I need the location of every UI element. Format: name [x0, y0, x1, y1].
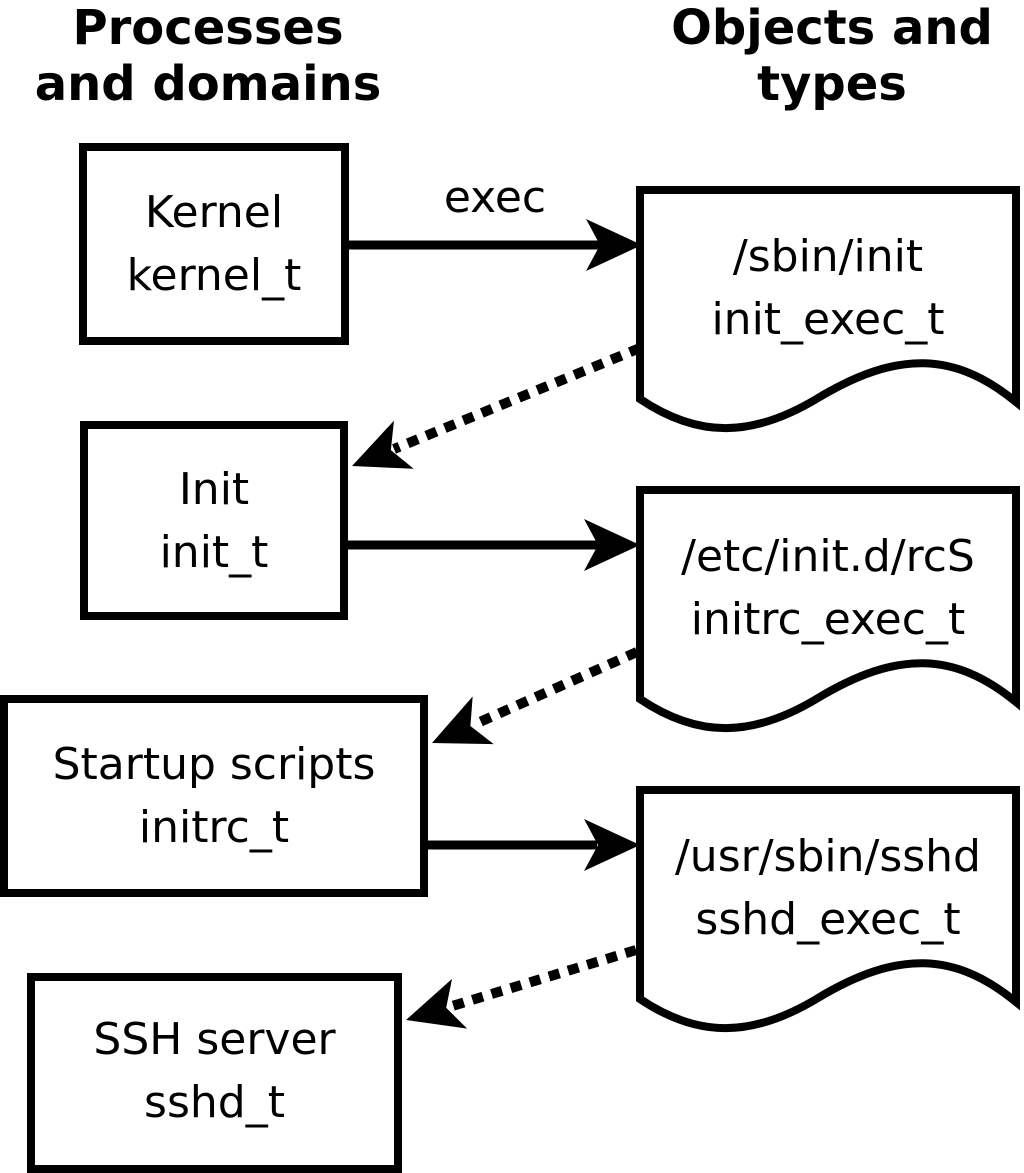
process-box-kernel [79, 143, 349, 345]
object-document-usr-sbin-sshd [636, 786, 1020, 1033]
object-type: init_exec_t [711, 294, 945, 345]
arrowhead-icon [584, 519, 640, 571]
arrowhead-icon [352, 420, 414, 469]
arrowhead-icon [406, 978, 468, 1029]
object-type: initrc_exec_t [690, 594, 966, 645]
solid-arrow-kernel-to-init-exec [345, 219, 642, 271]
process-label-kernel: Kernel kernel_t [79, 143, 349, 345]
process-name: Kernel [144, 187, 284, 238]
process-label-init: Init init_t [80, 421, 348, 620]
arrowhead-icon [586, 219, 642, 271]
process-box-startup-scripts [0, 695, 428, 897]
object-path: /usr/sbin/sshd [674, 831, 981, 882]
dotted-arrow-initrc-exec-to-startup [432, 647, 640, 745]
column-header-processes-and-domains: Processes and domains [34, 0, 382, 112]
solid-arrow-init-to-initrc-exec [344, 519, 640, 571]
process-name: SSH server [93, 1014, 336, 1065]
process-label-startup-scripts: Startup scripts initrc_t [0, 695, 428, 897]
object-path: /sbin/init [732, 231, 924, 282]
edge-label-exec: exec [443, 172, 547, 223]
process-label-ssh-server: SSH server sshd_t [27, 973, 402, 1169]
dotted-arrow-init-exec-to-init [352, 343, 642, 469]
object-document-etc-initd-rcs [636, 486, 1020, 733]
object-type: sshd_exec_t [695, 894, 961, 945]
process-box-ssh-server [27, 973, 402, 1173]
object-label-usr-sbin-sshd: /usr/sbin/sshd sshd_exec_t [640, 790, 1016, 986]
object-label-etc-initd-rcs: /etc/init.d/rcS initrc_exec_t [640, 490, 1016, 686]
arrowhead-icon [584, 819, 640, 871]
solid-arrow-startup-to-sshd-exec [424, 819, 640, 871]
process-type: sshd_t [144, 1077, 285, 1128]
process-box-init [80, 421, 348, 620]
object-path: /etc/init.d/rcS [681, 531, 975, 582]
process-name: Startup scripts [52, 739, 376, 790]
object-label-sbin-init: /sbin/init init_exec_t [640, 190, 1016, 386]
process-type: kernel_t [126, 250, 302, 301]
arrowhead-icon [432, 696, 494, 745]
process-type: init_t [159, 526, 269, 578]
process-type: initrc_t [138, 802, 290, 853]
column-header-objects-and-types: Objects and types [671, 0, 993, 112]
object-document-sbin-init [636, 186, 1020, 433]
dotted-arrow-sshd-exec-to-sshd [406, 945, 638, 1029]
process-name: Init [178, 463, 250, 515]
